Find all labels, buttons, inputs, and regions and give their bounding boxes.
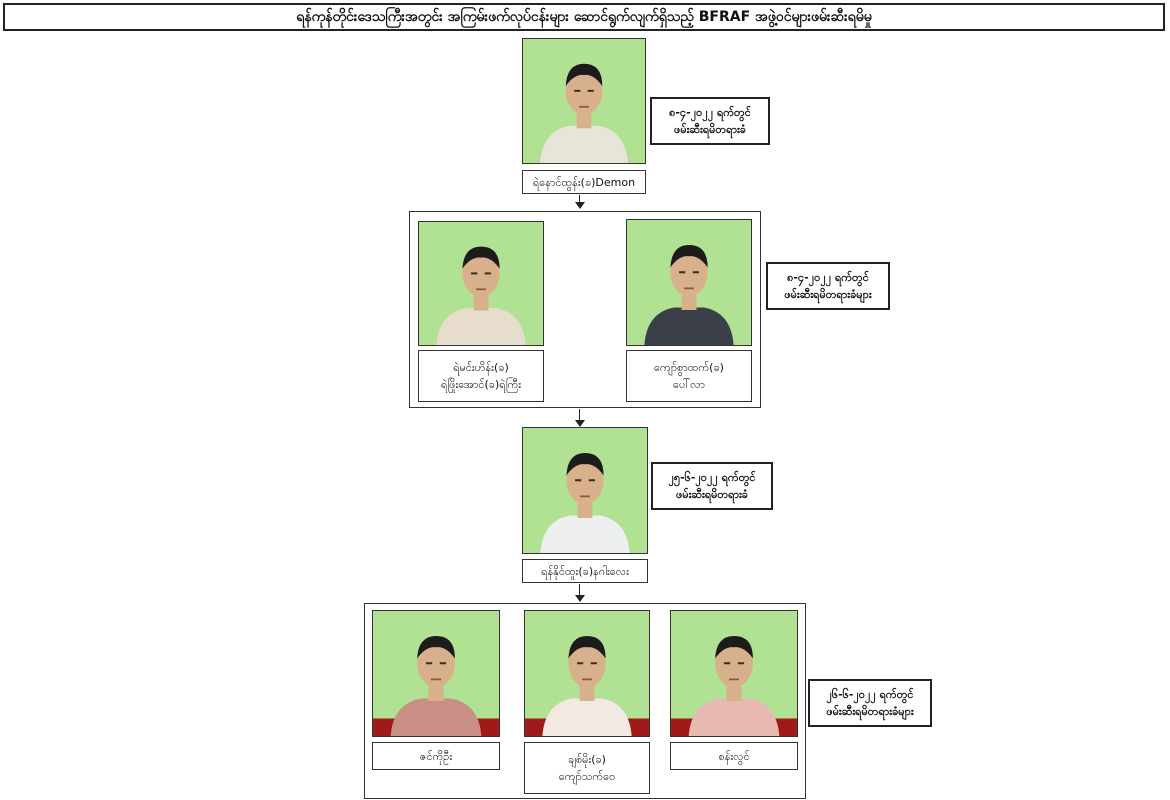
page-title: ရန်ကုန်တိုင်းဒေသကြီးအတွင်း အကြမ်းဖက်လုပ်…	[3, 3, 1165, 31]
portrait-illustration	[419, 222, 543, 345]
tier-2-group	[409, 211, 761, 408]
suspect-name-box: ရဲနောင်ထွန်း(ခ)Demon	[522, 170, 646, 194]
suspect-name-box: ရဲမင်းဟိန်း(ခ) ရဲဖြိုးအောင်(ခ)ရဲကြီး	[418, 350, 544, 402]
arrest-date-line: ၈-၄-၂၀၂၂ ရက်တွင်	[669, 106, 751, 119]
arrest-date-line: ဖမ်းဆီးရမိတရားခံများ	[826, 705, 914, 718]
suspect-name-line: ပေါ်လာ	[672, 378, 706, 391]
suspect-name-box: ချစ်မိုး(ခ) ကျော်သက်ဝေ	[524, 742, 650, 794]
suspect-name-line: ကျော်စွာထက်(ခ)	[654, 361, 724, 374]
portrait-illustration	[671, 611, 797, 736]
portrait-illustration	[373, 611, 499, 736]
suspect-photo	[522, 427, 648, 554]
suspect-photo	[372, 610, 500, 737]
portrait-illustration	[523, 39, 645, 163]
portrait-illustration	[525, 611, 649, 736]
suspect-name-line: ရဲမင်းဟိန်း(ခ)	[453, 361, 509, 374]
arrest-date-line: ၂၆-၆-၂၀၂၂ ရက်တွင်	[826, 688, 914, 701]
down-arrow-icon	[575, 195, 585, 209]
suspect-name-line: စန်းလွင်	[718, 749, 750, 763]
suspect-name-line: ရဲနောင်ထွန်း(ခ)Demon	[532, 175, 636, 189]
suspect-photo	[522, 38, 646, 164]
portrait-illustration	[627, 220, 751, 345]
suspect-name-box: ကျော်စွာထက်(ခ) ပေါ်လာ	[626, 350, 752, 402]
arrest-date-line: ဖမ်းဆီးရမိတရားခံ	[676, 488, 748, 501]
suspect-name-line: ကျော်သက်ဝေ	[558, 770, 616, 783]
arrest-date-box: ၈-၄-၂၀၂၂ ရက်တွင်ဖမ်းဆီးရမိတရားခံ	[650, 97, 770, 145]
suspect-name-box: ရန်နိုင်ထူး(ခ)နဂါးလေး	[522, 559, 648, 583]
suspect-photo	[418, 221, 544, 346]
down-arrow-icon	[575, 409, 585, 427]
portrait-illustration	[523, 428, 647, 553]
arrest-date-box: ၂၆-၆-၂၀၂၂ ရက်တွင်ဖမ်းဆီးရမိတရားခံများ	[808, 679, 932, 727]
tier-4-group	[364, 603, 806, 799]
down-arrow-icon	[575, 584, 585, 602]
arrest-date-line: ဖမ်းဆီးရမိတရားခံ	[674, 123, 746, 136]
arrest-date-line: ဖမ်းဆီးရမိတရားခံများ	[784, 288, 872, 301]
arrest-date-line: ၂၅-၆-၂၀၂၂ ရက်တွင်	[668, 471, 756, 484]
suspect-photo	[670, 610, 798, 737]
suspect-photo	[524, 610, 650, 737]
suspect-photo	[626, 219, 752, 346]
suspect-name-line: ဇင်ကိုဦး	[419, 749, 453, 763]
suspect-name-line: ချစ်မိုး(ခ)	[568, 753, 606, 766]
suspect-name-box: စန်းလွင်	[670, 742, 798, 770]
arrest-date-box: ၂၅-၆-၂၀၂၂ ရက်တွင်ဖမ်းဆီးရမိတရားခံ	[651, 462, 773, 510]
arrest-date-box: ၈-၄-၂၀၂၂ ရက်တွင်ဖမ်းဆီးရမိတရားခံများ	[766, 262, 890, 310]
suspect-name-line: ရန်နိုင်ထူး(ခ)နဂါးလေး	[541, 564, 629, 578]
arrest-date-line: ၈-၄-၂၀၂၂ ရက်တွင်	[787, 271, 869, 284]
suspect-name-box: ဇင်ကိုဦး	[372, 742, 500, 770]
suspect-name-line: ရဲဖြိုးအောင်(ခ)ရဲကြီး	[441, 378, 521, 391]
